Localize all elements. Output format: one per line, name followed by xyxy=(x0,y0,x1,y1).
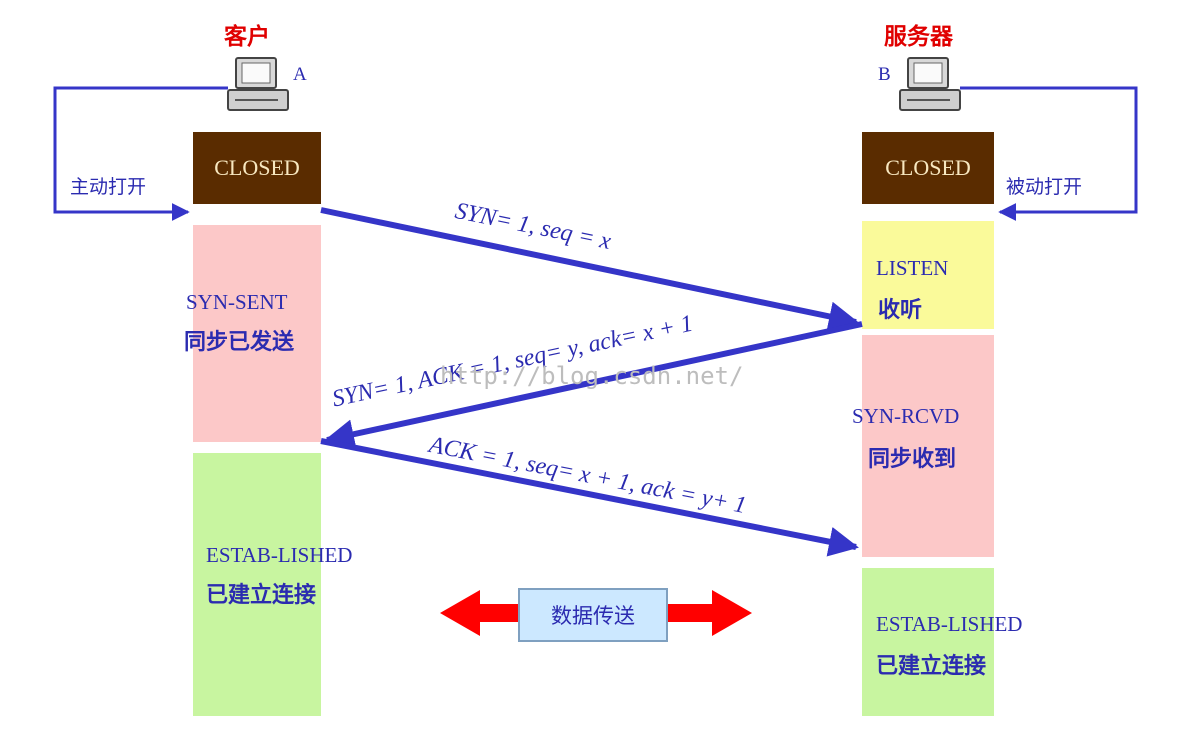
listen-label: LISTEN xyxy=(876,256,949,280)
client-syn-sent-box xyxy=(193,225,321,442)
active-open-loop xyxy=(53,86,228,221)
syn-ack-arrow xyxy=(324,321,863,449)
server-closed-state: CLOSED xyxy=(862,132,994,204)
client-letter: A xyxy=(293,64,307,85)
server-established-cn-label: 已建立连接 xyxy=(876,654,987,679)
server-letter: B xyxy=(878,64,891,85)
active-open-label: 主动打开 xyxy=(70,176,147,198)
client-computer-icon xyxy=(227,57,289,111)
server-established-label: ESTAB-LISHED xyxy=(876,612,1023,636)
syn-rcvd-label: SYN-RCVD xyxy=(852,404,960,428)
server-syn-rcvd-box xyxy=(862,335,994,557)
client-established-box xyxy=(193,453,321,716)
client-established-label: ESTAB-LISHED xyxy=(206,543,353,567)
passive-open-label: 被动打开 xyxy=(1006,176,1083,198)
syn-sent-label: SYN-SENT xyxy=(186,290,288,314)
syn-rcvd-cn-label: 同步收到 xyxy=(868,447,957,472)
watermark: http://blog.csdn.net/ xyxy=(440,362,744,390)
client-closed-state: CLOSED xyxy=(193,132,321,204)
server-computer-icon xyxy=(899,57,961,111)
ack-arrow xyxy=(320,438,859,557)
syn-arrow xyxy=(320,207,859,332)
data-transfer-arrow xyxy=(440,590,752,636)
server-title: 服务器 xyxy=(884,24,953,50)
server-established-box xyxy=(862,568,994,716)
client-established-cn-label: 已建立连接 xyxy=(206,583,317,608)
server-listen-box xyxy=(862,221,994,329)
syn-sent-cn-label: 同步已发送 xyxy=(184,330,295,355)
data-transfer-box: 数据传送 xyxy=(518,588,668,642)
passive-open-loop xyxy=(960,86,1138,221)
listen-cn-label: 收听 xyxy=(878,298,923,323)
client-title: 客户 xyxy=(224,24,270,50)
